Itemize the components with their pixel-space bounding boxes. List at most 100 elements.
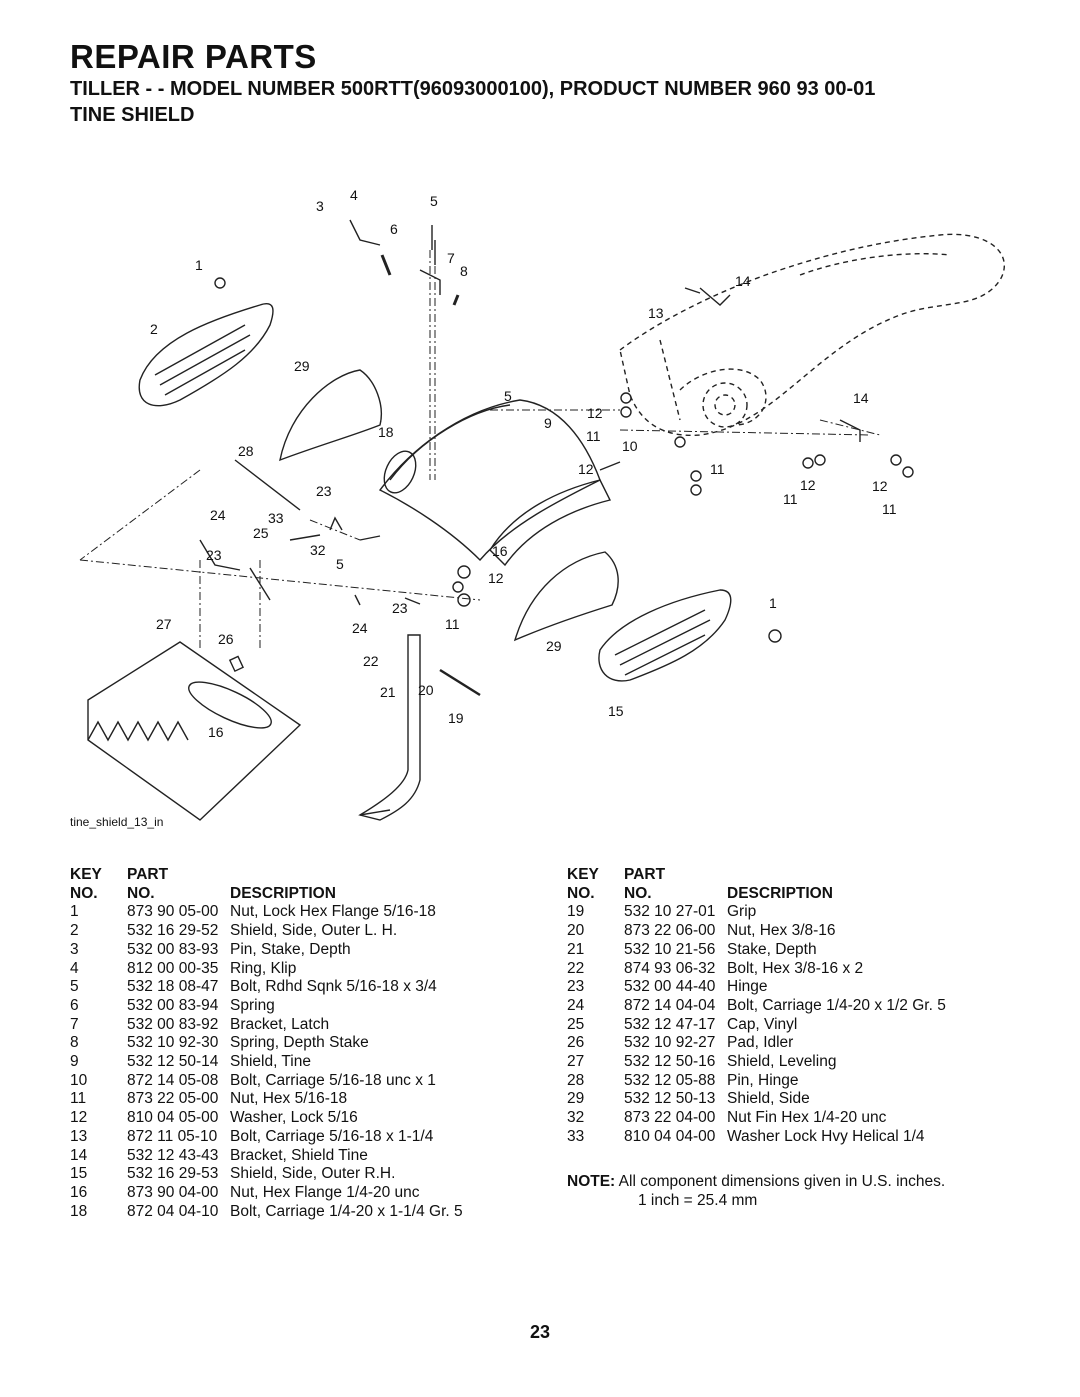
part-description: Spring bbox=[230, 996, 275, 1014]
part-number: 532 00 83-94 bbox=[127, 996, 219, 1014]
part-number: 872 14 05-08 bbox=[127, 1071, 219, 1089]
part-number: 873 90 04-00 bbox=[127, 1183, 219, 1201]
key-number: 11 bbox=[70, 1090, 87, 1108]
part-description: Nut, Hex 5/16-18 bbox=[230, 1090, 348, 1108]
part-number: 810 04 04-00 bbox=[624, 1127, 716, 1145]
key-number: 26 bbox=[567, 1034, 585, 1052]
table-row: 10 872 14 05-08 Bolt, Carriage 5/16-18 unc… bbox=[70, 1072, 550, 1091]
part-number: 873 22 05-00 bbox=[127, 1090, 219, 1108]
part-description: Bolt, Carriage 5/16-18 unc x 1 bbox=[230, 1071, 436, 1089]
part-description: Bracket, Latch bbox=[230, 1015, 330, 1033]
note-block: NOTE: All component dimensions given in … bbox=[567, 1173, 945, 1210]
key-number: 33 bbox=[567, 1127, 585, 1145]
part-description: Bolt, Carriage 1/4-20 x 1/2 Gr. 5 bbox=[727, 996, 946, 1014]
key-number: 2 bbox=[70, 922, 79, 940]
callout-12: 12 bbox=[872, 478, 888, 494]
header-key-no: NO. bbox=[70, 884, 98, 902]
part-description: Nut, Hex 3/8-16 bbox=[727, 922, 836, 940]
callout-19: 19 bbox=[448, 710, 464, 726]
part-description: Bolt, Rdhd Sqnk 5/16-18 x 3/4 bbox=[230, 978, 437, 996]
part-number: 532 00 83-92 bbox=[127, 1015, 219, 1033]
table-header-row: NO. NO. DESCRIPTION bbox=[70, 885, 550, 904]
table-header-row: KEY PART bbox=[567, 866, 1037, 885]
callout-13: 13 bbox=[648, 305, 664, 321]
key-number: 21 bbox=[567, 940, 585, 958]
part-description: Nut, Lock Hex Flange 5/16-18 bbox=[230, 903, 436, 921]
callout-22: 22 bbox=[363, 653, 379, 669]
header-part-no: NO. bbox=[127, 884, 155, 902]
header-key: KEY bbox=[567, 866, 599, 883]
note-line1: All component dimensions given in U.S. i… bbox=[618, 1173, 946, 1190]
hinge-pin bbox=[234, 459, 301, 511]
key-number: 12 bbox=[70, 1109, 88, 1127]
key-number: 7 bbox=[70, 1015, 79, 1033]
callout-14: 14 bbox=[735, 273, 751, 289]
side-shield-lower bbox=[513, 551, 619, 642]
callout-7: 7 bbox=[447, 250, 455, 266]
exploded-parts-diagram: 3 4 5 6 7 8 1 2 14 13 29 5 14 12 9 18 11… bbox=[79, 187, 1006, 821]
part-description: Shield, Side, Outer R.H. bbox=[230, 1165, 396, 1183]
part-description: Bolt, Carriage 1/4-20 x 1-1/4 Gr. 5 bbox=[230, 1202, 463, 1220]
section-title: TINE SHIELD bbox=[70, 104, 195, 126]
callout-24: 24 bbox=[210, 507, 226, 523]
key-number: 27 bbox=[567, 1053, 585, 1071]
key-number: 24 bbox=[567, 996, 585, 1014]
callout-23: 23 bbox=[316, 483, 332, 499]
key-number: 10 bbox=[70, 1071, 88, 1089]
key-number: 18 bbox=[70, 1202, 88, 1220]
callout-8: 8 bbox=[460, 263, 468, 279]
side-shield-upper bbox=[279, 369, 382, 462]
part-number: 532 10 21-56 bbox=[624, 940, 716, 958]
callout-5: 5 bbox=[430, 193, 438, 209]
callout-6: 6 bbox=[390, 221, 398, 237]
part-number: 532 10 92-30 bbox=[127, 1034, 219, 1052]
part-number: 874 93 06-32 bbox=[624, 959, 716, 977]
part-description: Shield, Tine bbox=[230, 1053, 311, 1071]
header-key: KEY bbox=[70, 866, 102, 883]
key-number: 13 bbox=[70, 1127, 88, 1145]
callout-29: 29 bbox=[294, 358, 310, 374]
part-number: 532 18 08-47 bbox=[127, 978, 219, 996]
part-description: Pin, Hinge bbox=[727, 1071, 799, 1089]
header-description: DESCRIPTION bbox=[727, 884, 833, 902]
key-number: 28 bbox=[567, 1071, 585, 1089]
part-description: Stake, Depth bbox=[727, 940, 817, 958]
callout-1: 1 bbox=[195, 257, 203, 273]
callout-11: 11 bbox=[710, 461, 725, 477]
diagram-id-label: tine_shield_13_in bbox=[70, 815, 164, 829]
hardware-fasteners bbox=[199, 219, 914, 697]
part-description: Nut, Hex Flange 1/4-20 unc bbox=[230, 1183, 420, 1201]
part-number: 873 22 04-00 bbox=[624, 1109, 716, 1127]
header-part-no: NO. bbox=[624, 884, 652, 902]
callout-12: 12 bbox=[488, 570, 504, 586]
part-description: Washer, Lock 5/16 bbox=[230, 1109, 358, 1127]
note-line2: 1 inch = 25.4 mm bbox=[638, 1191, 758, 1209]
callout-32: 32 bbox=[310, 542, 326, 558]
key-number: 19 bbox=[567, 903, 585, 921]
key-number: 22 bbox=[567, 959, 585, 977]
callout-2: 2 bbox=[150, 321, 158, 337]
part-description: Bolt, Hex 3/8-16 x 2 bbox=[727, 959, 864, 977]
part-description: Hinge bbox=[727, 978, 768, 996]
key-number: 29 bbox=[567, 1090, 585, 1108]
callout-3: 3 bbox=[316, 198, 324, 214]
callout-16: 16 bbox=[492, 543, 508, 559]
part-number: 532 12 50-16 bbox=[624, 1053, 716, 1071]
callout-18: 18 bbox=[378, 424, 394, 440]
callout-25: 25 bbox=[253, 525, 269, 541]
part-description: Pin, Stake, Depth bbox=[230, 940, 351, 958]
